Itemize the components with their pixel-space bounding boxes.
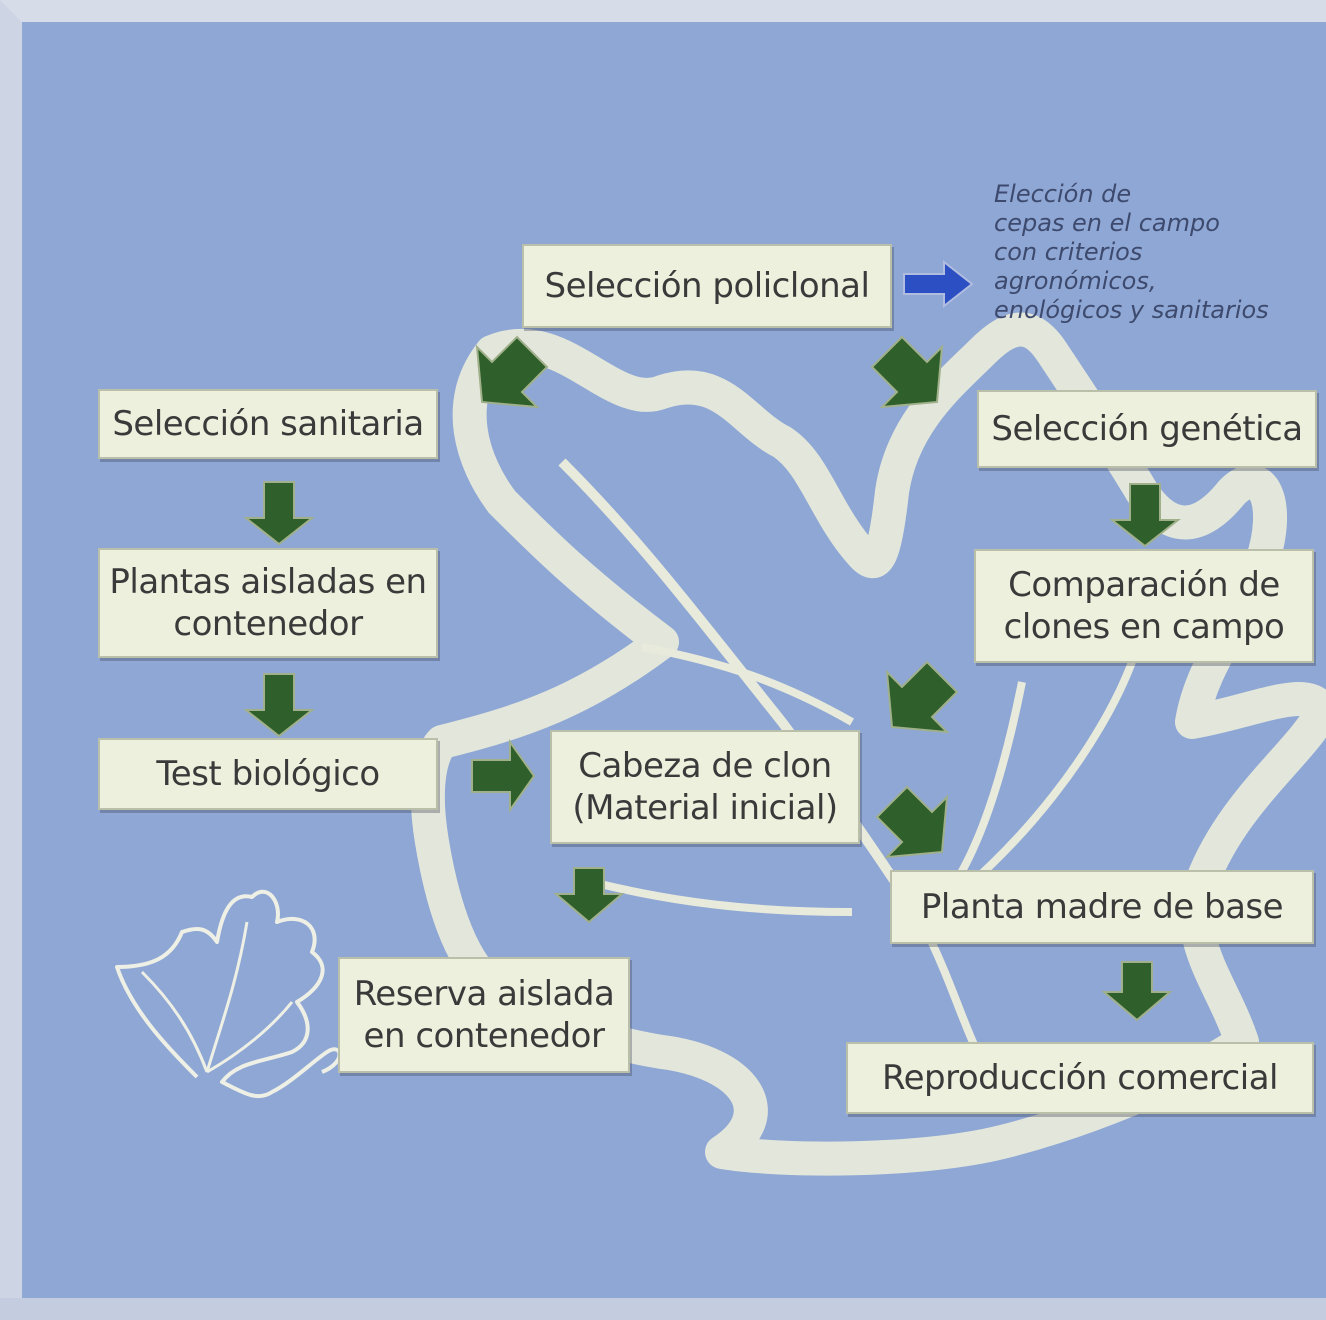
node-cabeza-clon-label: Cabeza de clon (Material inicial) — [572, 745, 838, 829]
node-comparacion-clones-label: Comparación de clones en campo — [1003, 564, 1285, 648]
arrow-down-right-2-icon — [875, 785, 949, 859]
node-planta-madre: Planta madre de base — [890, 870, 1314, 944]
node-test-biologico-label: Test biológico — [156, 753, 380, 794]
arrow-blue-right-icon — [903, 259, 974, 309]
node-reserva-aislada: Reserva aislada en contenedor — [338, 957, 630, 1073]
arrow-down-4-icon — [553, 867, 625, 924]
arrow-right-1-icon — [471, 738, 536, 814]
seleccion-policlonal-note: Elección de cepas en el campo con criter… — [994, 180, 1269, 324]
small-leaf-icon — [115, 889, 342, 1099]
node-cabeza-clon: Cabeza de clon (Material inicial) — [550, 730, 860, 844]
node-plantas-aisladas: Plantas aisladas en contenedor — [98, 548, 438, 658]
node-reproduccion-comercial: Reproducción comercial — [846, 1042, 1314, 1114]
node-seleccion-sanitaria: Selección sanitaria — [98, 389, 438, 459]
arrow-down-right-1-icon — [870, 335, 944, 409]
node-test-biologico: Test biológico — [98, 738, 438, 810]
node-seleccion-genetica-label: Selección genética — [991, 408, 1303, 449]
node-seleccion-sanitaria-label: Selección sanitaria — [112, 403, 424, 444]
node-comparacion-clones: Comparación de clones en campo — [974, 549, 1314, 663]
node-planta-madre-label: Planta madre de base — [920, 886, 1284, 927]
node-seleccion-policlonal-label: Selección policlonal — [544, 265, 870, 306]
arrow-down-3-icon — [1109, 483, 1181, 548]
arrow-down-1-icon — [243, 481, 315, 546]
arrow-down-2-icon — [243, 673, 315, 738]
arrow-down-left-2-icon — [885, 660, 959, 734]
node-plantas-aisladas-label: Plantas aisladas en contenedor — [109, 561, 427, 645]
arrow-down-5-icon — [1101, 961, 1173, 1022]
node-reproduccion-comercial-label: Reproducción comercial — [882, 1057, 1278, 1098]
node-seleccion-genetica: Selección genética — [977, 390, 1317, 468]
arrow-down-left-1-icon — [475, 335, 549, 409]
node-seleccion-policlonal: Selección policlonal — [522, 244, 892, 328]
node-reserva-aislada-label: Reserva aislada en contenedor — [353, 973, 615, 1057]
